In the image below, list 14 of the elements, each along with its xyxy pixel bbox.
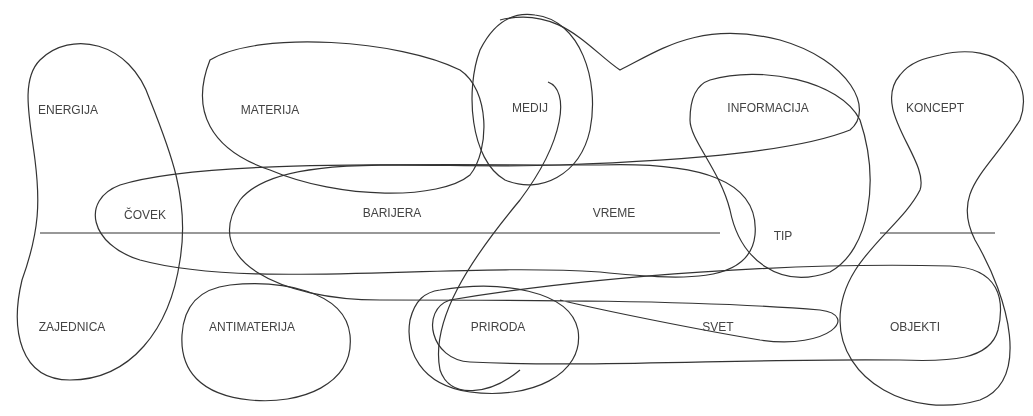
region-label: ČOVEK bbox=[124, 208, 166, 222]
region-label: ENERGIJA bbox=[38, 103, 98, 117]
region-label: TIP bbox=[773, 229, 793, 243]
region-label: KONCEPT bbox=[906, 101, 964, 115]
region-label: ANTIMATERIJA bbox=[209, 320, 295, 334]
region-label: VREME bbox=[592, 206, 636, 220]
region-label: OBJEKTI bbox=[890, 320, 940, 334]
region-label: SVET bbox=[702, 320, 734, 334]
region-label: ZAJEDNICA bbox=[38, 320, 106, 334]
region-label: INFORMACIJA bbox=[727, 101, 809, 115]
region-label: BARIJERA bbox=[362, 206, 422, 220]
region-label: MEDIJ bbox=[512, 101, 548, 115]
region-label: PRIRODA bbox=[470, 320, 526, 334]
region-label: MATERIJA bbox=[240, 103, 300, 117]
